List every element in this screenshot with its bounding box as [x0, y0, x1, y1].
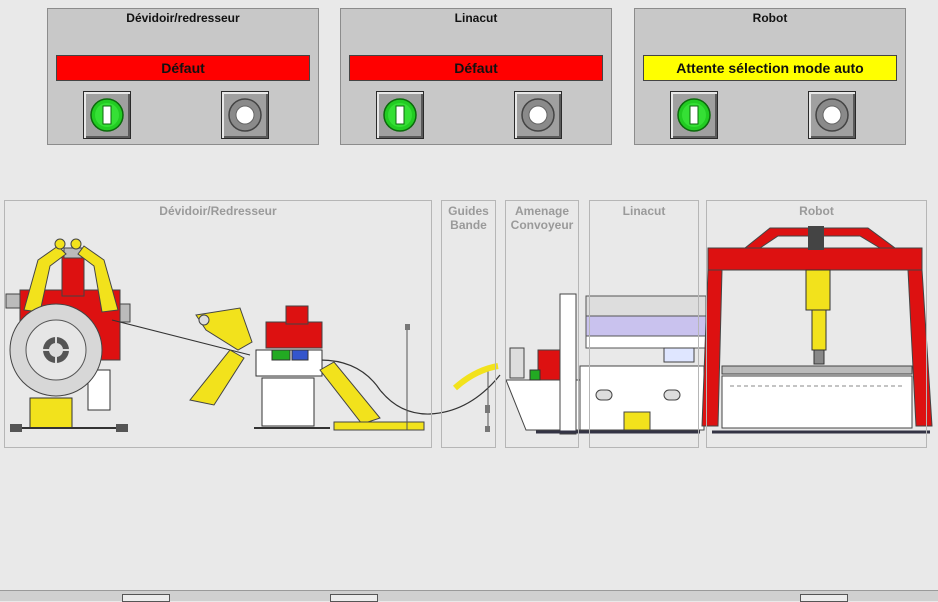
start-button[interactable] [376, 91, 424, 139]
stop-button[interactable] [514, 91, 562, 139]
stop-button[interactable] [808, 91, 856, 139]
status-indicator: Défaut [349, 55, 603, 81]
toolbar-button-2[interactable] [330, 594, 378, 602]
start-button[interactable] [83, 91, 131, 139]
panel-title: Dévidoir/redresseur [126, 11, 240, 25]
linacut-machine [536, 293, 707, 435]
panel-linacut: Linacut Défaut [340, 8, 612, 145]
steel-strip [111, 319, 501, 415]
strip-guides [452, 363, 499, 432]
toolbar-button-1[interactable] [122, 594, 170, 602]
zone-label: Linacut [622, 204, 666, 218]
zone-label: Amenage Convoyeur [510, 204, 574, 232]
stop-button-icon [521, 98, 555, 132]
stop-button[interactable] [221, 91, 269, 139]
bottom-toolbar [0, 590, 938, 601]
start-button[interactable] [670, 91, 718, 139]
zone-label: Guides Bande [448, 204, 489, 232]
panel-devidoir: Dévidoir/redresseur Défaut [47, 8, 319, 145]
decoiler-machine [5, 238, 131, 432]
stop-button-icon [815, 98, 849, 132]
zone-label: Robot [799, 204, 834, 218]
status-indicator: Défaut [56, 55, 310, 81]
panel-title: Robot [752, 11, 788, 25]
panel-robot: Robot Attente sélection mode auto [634, 8, 906, 145]
zone-linacut: Linacut [589, 200, 699, 448]
panel-title: Linacut [454, 11, 498, 25]
robot-gantry [701, 226, 933, 434]
zone-robot: Robot [706, 200, 927, 448]
production-line-diagram [5, 226, 933, 435]
start-button-icon [90, 98, 124, 132]
zone-devidoir-redresseur: Dévidoir/Redresseur [4, 200, 432, 448]
zone-amenage-convoyeur: Amenage Convoyeur [505, 200, 579, 448]
zone-label: Dévidoir/Redresseur [159, 204, 277, 218]
zone-guides-bande: Guides Bande [441, 200, 496, 448]
status-indicator: Attente sélection mode auto [643, 55, 897, 81]
start-button-icon [677, 98, 711, 132]
straightener-machine [189, 305, 425, 431]
stop-button-icon [228, 98, 262, 132]
start-button-icon [383, 98, 417, 132]
toolbar-button-3[interactable] [800, 594, 848, 602]
